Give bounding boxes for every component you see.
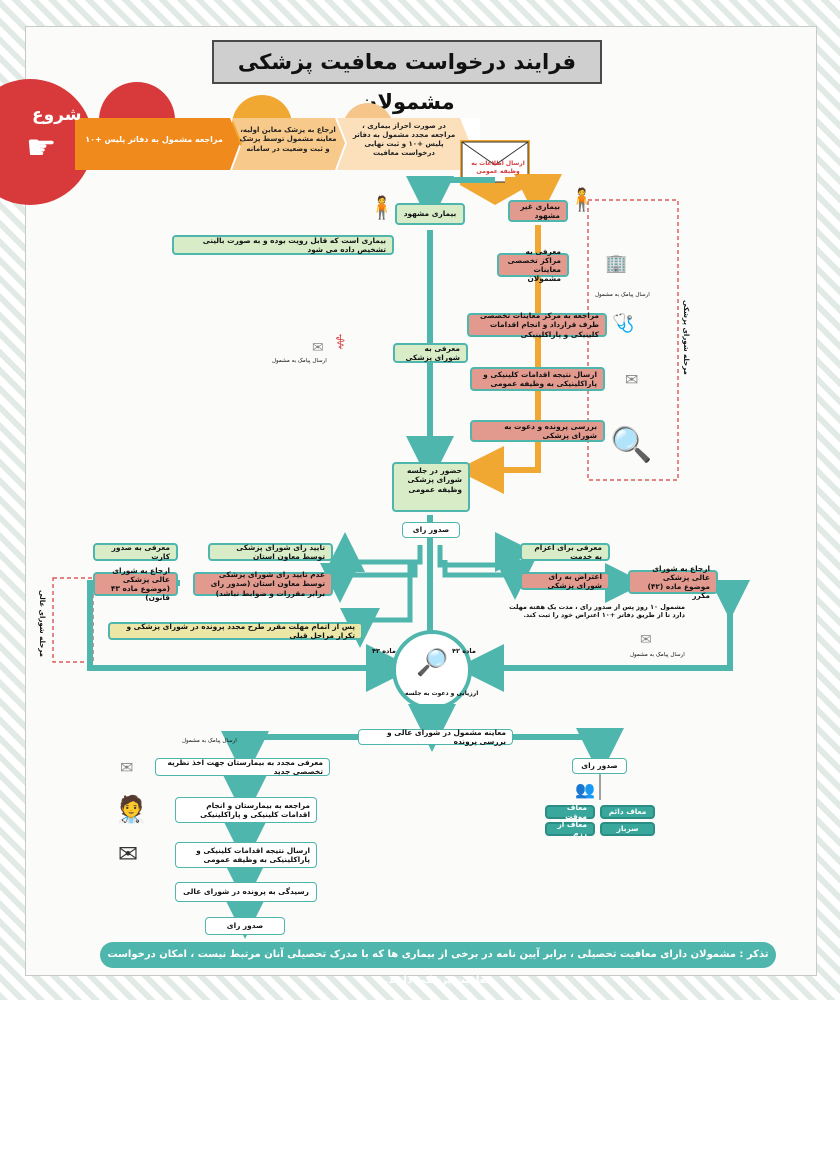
top-step-1: مراجعه مشمول به دفاتر پلیس +۱۰ [85,134,223,144]
verdict-perm: معاف دائم [600,805,655,819]
reject-box: عدم تایید رای شورای پزشکی توسط معاون است… [193,570,333,598]
hidden-disease-box: بیماری غیر مشهود [508,200,568,222]
bottom-step-1: معرفی مجدد به بیمارستان جهت اخذ نظریه تخ… [155,758,330,776]
step2-arrow [232,118,345,170]
objection-box: اعتراض به رای شورای پزشکی [520,572,610,590]
council-meeting-box: حضور در جلسه شورای پزشکی وظیفه عمومی [392,462,470,512]
verdict-box: صدور رای [402,522,460,538]
after-deadline-box: پس از اتمام مهلت مقرر طرح مجدد پرونده در… [108,622,363,640]
review-box: بررسی پرونده و دعوت به شورای پزشکی [470,420,605,442]
refer42-box: ارجاع به شورای عالی پزشکی موضوع ماده (۴۲… [628,564,718,600]
bottom-step-4: رسیدگی به پرونده در شورای عالی [175,882,317,902]
footer-note: تذکر : مشمولان دارای معافیت تحصیلی ، برا… [100,942,776,986]
bottom-doctor-icon: 🧑‍⚕️ [115,795,148,825]
top-step-2: ارجاع به پزشک معاین اولیه، معاینه مشمول … [239,126,337,153]
visible-desc-box: بیماری است که قابل رویت بوده و به صورت ب… [172,235,394,255]
stage-high-label: مرحله شورای عالی [38,590,46,657]
send-results-box: ارسال نتیجه اقدامات کلینیکی و پاراکلینیک… [470,367,605,391]
hospital-building-icon: 🏢 [605,253,628,274]
hand-pointer-icon: ☛ [26,128,57,168]
start-circle [0,79,93,205]
visible-disease-box: بیماری مشهود [395,203,465,225]
patient-crutch-icon: 🧍 [368,196,396,221]
to-specialist-box: معرفی به مراکز تخصصی معاینات مشمولان [497,247,569,283]
bottom-mail-icon: ✉ [120,758,134,777]
magnifier-files-icon: 🔍 [610,425,653,465]
mail-icon: ✉ [625,370,639,389]
bottom-step-2: مراجعه به بیمارستان و انجام اقدامات کلین… [175,797,317,823]
review-magnifier-icon: 🔎 [416,648,449,678]
bottom-step-5: صدور رای [205,917,285,935]
envelope-icon: ✉ [312,340,324,356]
doctor-stethoscope-icon: 🩺 [612,313,635,334]
article43-label: ماده ۴۳ [372,647,396,655]
verdict-temp: معاف موقت [545,803,595,821]
card-box: معرفی به صدور کارت [93,543,178,561]
objection-note: مشمول ۱۰ روز پس از صدور رای ، مدت یک هفت… [509,603,685,620]
approve-box: تایید رای شورای پزشکی توسط معاون استان [208,543,333,561]
step1-arrow [75,118,240,170]
stage-council-label: مرحله شورای پزشکی [682,300,690,375]
flow-lines [0,79,750,939]
send-service-box: معرفی برای اعزام به خدمت [520,543,610,561]
mail-42-icon: ✉ [640,632,652,648]
patient-icon: 🧍 [568,188,596,213]
sms-note-bottom: ارسال پیامک به مشمول [182,738,237,744]
top-step-3: در صورت احراز بیماری ، مراجعه مجدد مشمول… [352,121,456,158]
circle-caption: ارزیابی و دعوت به جلسه [405,690,479,697]
start-label: شروع [32,105,82,125]
bottom-step-3: ارسال نتیجه اقدامات کلینیکی و پاراکلینیک… [175,842,317,868]
page-title: فرایند درخواست معافیت پزشکی مشمولان [212,40,602,114]
high-exam-box: معاینه مشمول در شورای عالی و بررسی پروند… [358,728,513,746]
to-council-box: معرفی به شورای پزشکی [393,343,468,363]
high-council-box: ارجاع به شورای عالی پزشکی (موضوع ماده ۴۳… [93,566,178,602]
bottom-envelope-icon: ✉ [118,840,139,868]
sms-note-42: ارسال پیامک به مشمول [630,652,685,658]
doctors-group-icon: ⚕ [335,330,346,354]
bottom-verdict-box: صدور رای [572,758,627,774]
verdict-soldier: سرباز [600,822,655,836]
article42-label: ماده ۴۲ [452,647,476,655]
council-table-icon: 👥 [575,780,595,799]
send-info-label: ارسال اطلاعات به وظیفه عمومی [471,160,525,175]
referral-box: مراجعه به مرکز معاینات تخصصی طرف قرارداد… [467,311,607,339]
sms-note-left: ارسال پیامک به مشمول [272,358,327,364]
sms-note-right: ارسال پیامک به مشمول [595,292,650,298]
step3-arrow [337,118,470,170]
verdict-combat: معاف از رزم [545,820,595,838]
